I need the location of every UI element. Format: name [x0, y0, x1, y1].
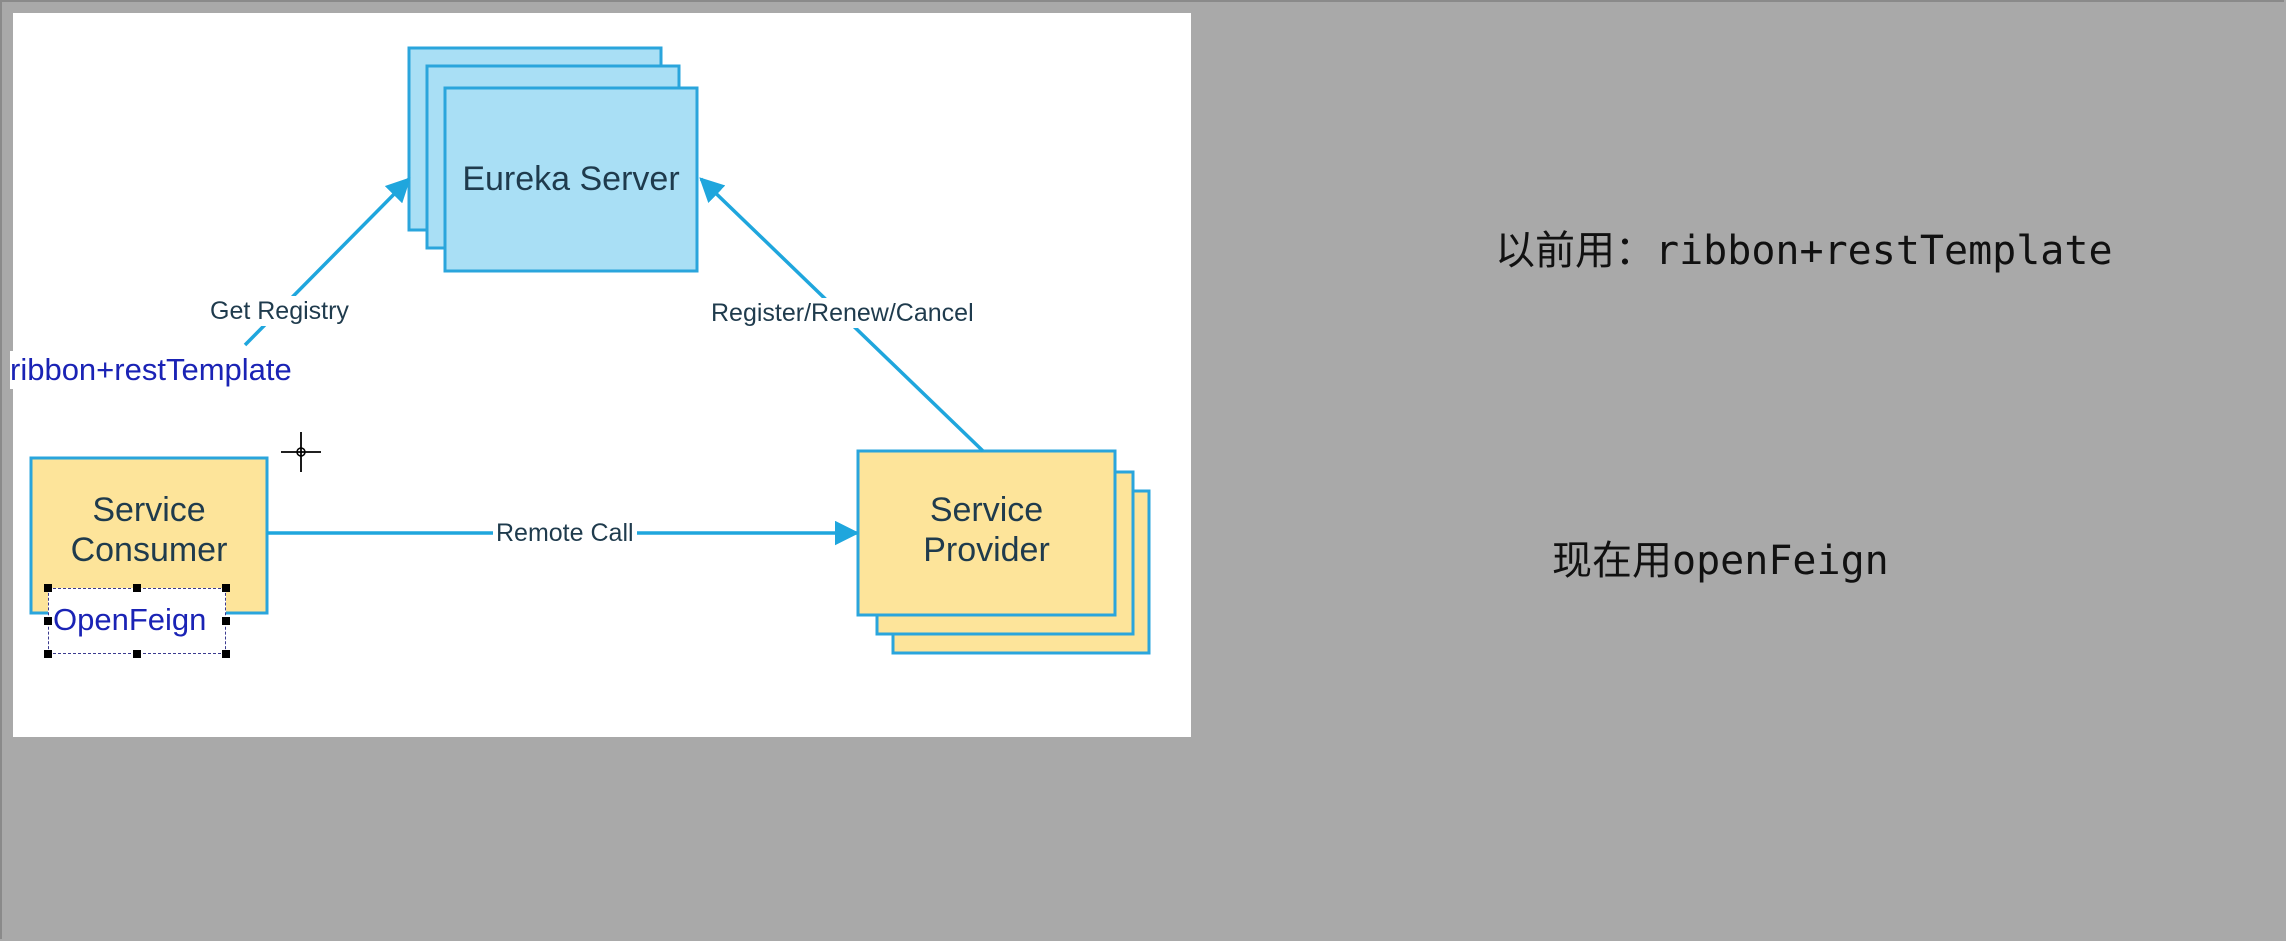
service-consumer-label: Service Consumer	[31, 490, 267, 570]
architecture-diagram	[29, 46, 1151, 655]
service-provider-label-line2: Provider	[923, 531, 1050, 569]
service-provider-box	[856, 449, 1117, 617]
openfeign-annotation: OpenFeign	[53, 602, 207, 637]
selection-handle-s[interactable]	[133, 650, 141, 658]
eureka-server-box	[443, 86, 699, 273]
crosshair-cursor-icon	[281, 432, 321, 472]
service-provider-label-line1: Service	[929, 491, 1044, 529]
diagram-slide: Eureka Server Service Consumer Service P…	[10, 13, 1191, 737]
selection-handle-se[interactable]	[222, 650, 230, 658]
service-provider-label: Service Provider	[858, 490, 1115, 570]
note-before: 以前用：ribbon+restTemplate	[1495, 228, 2113, 274]
ribbon-annotation: ribbon+restTemplate	[10, 351, 292, 389]
eureka-server-label: Eureka Server	[462, 160, 680, 198]
get-registry-label: Get Registry	[207, 296, 352, 326]
selection-handle-sw[interactable]	[44, 650, 52, 658]
selection-handle-ne[interactable]	[222, 584, 230, 592]
service-consumer-label-line2: Consumer	[70, 531, 228, 569]
selection-handle-n[interactable]	[133, 584, 141, 592]
note-now: 现在用openFeign	[1552, 538, 1889, 584]
remote-call-label: Remote Call	[493, 518, 637, 548]
selection-handle-w[interactable]	[44, 617, 52, 625]
openfeign-text-box[interactable]: OpenFeign	[44, 584, 230, 658]
selection-handle-nw[interactable]	[44, 584, 52, 592]
register-renew-cancel-label: Register/Renew/Cancel	[708, 298, 977, 328]
selection-handle-e[interactable]	[222, 617, 230, 625]
service-consumer-label-line1: Service	[92, 491, 206, 529]
